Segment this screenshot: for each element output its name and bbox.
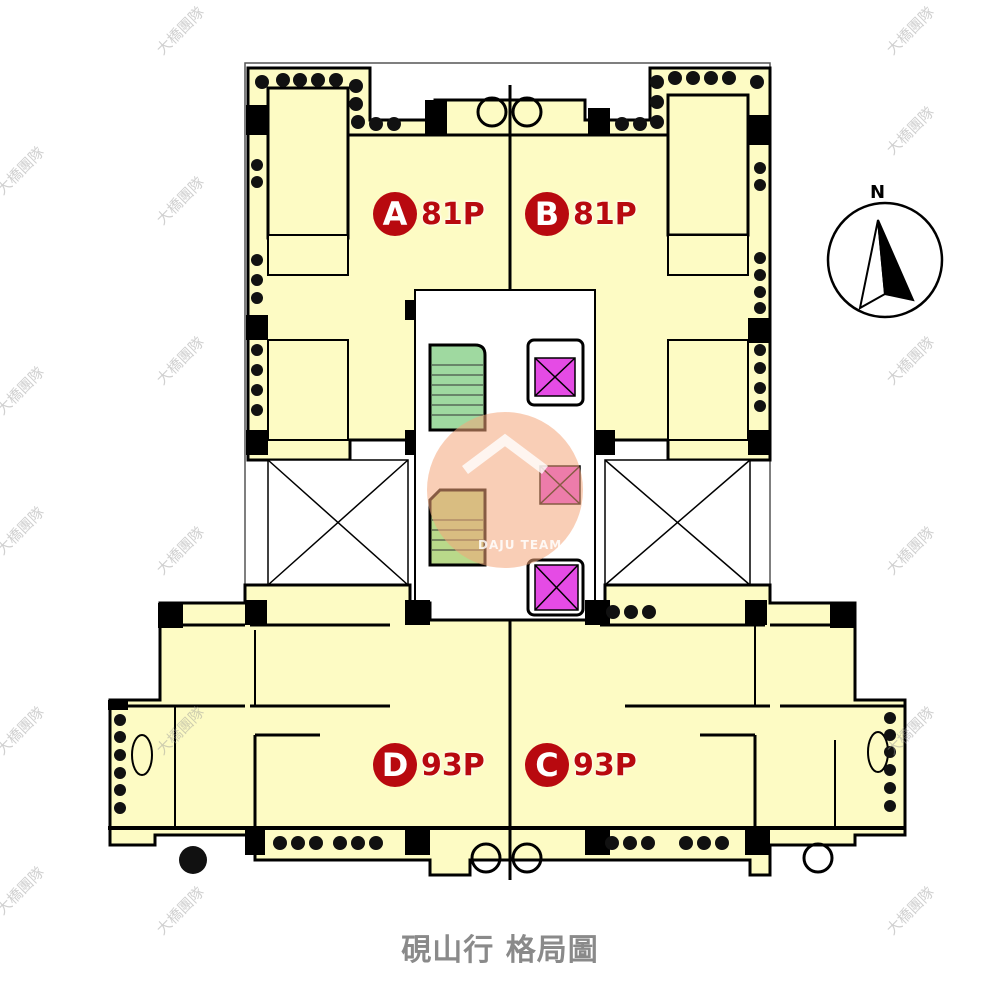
building-core	[414, 289, 596, 621]
unit-badge-a: A	[373, 192, 417, 236]
unit-badge-b: B	[525, 192, 569, 236]
unit-label-d: D 93P	[373, 743, 485, 787]
plan-title: 硯山行 格局圖	[401, 933, 599, 968]
logo-text: DAJU TEAM	[478, 538, 563, 552]
elevator-3	[534, 564, 579, 611]
unit-size-d: 93P	[421, 747, 485, 783]
unit-size-c: 93P	[573, 747, 637, 783]
unit-badge-d: D	[373, 743, 417, 787]
compass-north-label: N	[870, 182, 886, 203]
void-right	[604, 459, 751, 586]
unit-label-a: A 81P	[373, 192, 485, 236]
north-arrow-icon	[826, 201, 944, 319]
unit-d-plan	[108, 583, 512, 877]
unit-c-plan	[508, 583, 907, 877]
elevator-1	[534, 357, 576, 397]
unit-size-a: 81P	[421, 196, 485, 232]
unit-label-b: B 81P	[525, 192, 637, 236]
void-left	[267, 459, 409, 586]
unit-a-plan	[246, 66, 512, 462]
unit-label-c: C 93P	[525, 743, 637, 787]
daju-logo	[427, 412, 583, 568]
outdoor-unit	[179, 846, 207, 874]
unit-size-b: 81P	[573, 196, 637, 232]
stair-upper	[428, 343, 487, 432]
unit-badge-c: C	[525, 743, 569, 787]
